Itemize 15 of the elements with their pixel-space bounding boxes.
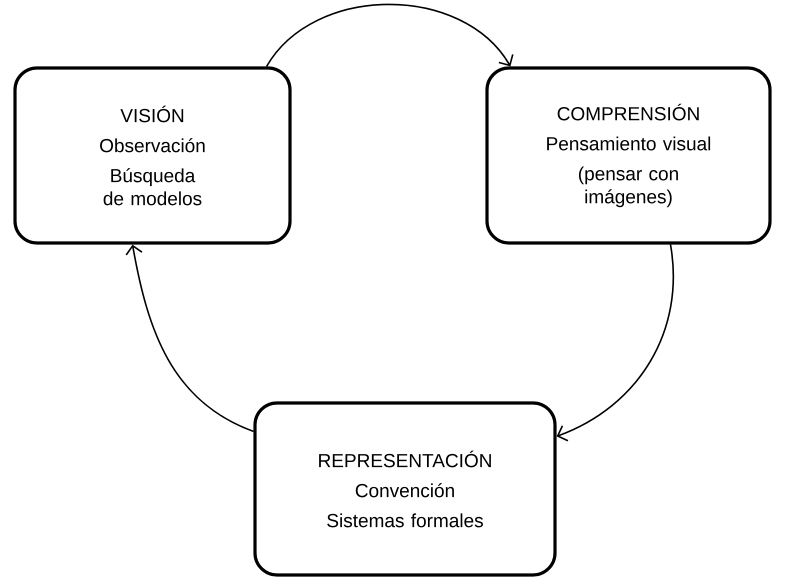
- curved-arrow: [556, 244, 674, 442]
- box-heading: REPRESENTACIÓN: [319, 450, 491, 468]
- box-heading: COMPRENSIÓN: [558, 104, 699, 120]
- curved-arrow: [126, 244, 254, 432]
- box-text: Convención: [356, 483, 454, 498]
- box-heading: VISIÓN: [120, 106, 184, 122]
- process-box: [485, 66, 772, 245]
- box-text: Observación: [100, 138, 205, 152]
- box-text: Pensamiento visual: [547, 136, 710, 150]
- box-text: Sistemas formales: [327, 513, 483, 528]
- box-text: (pensar con imágenes): [578, 166, 678, 208]
- process-box: [13, 66, 292, 245]
- box-text: Búsqueda de modelos: [104, 168, 202, 206]
- curved-arrow: [266, 4, 514, 67]
- process-box: [253, 401, 557, 577]
